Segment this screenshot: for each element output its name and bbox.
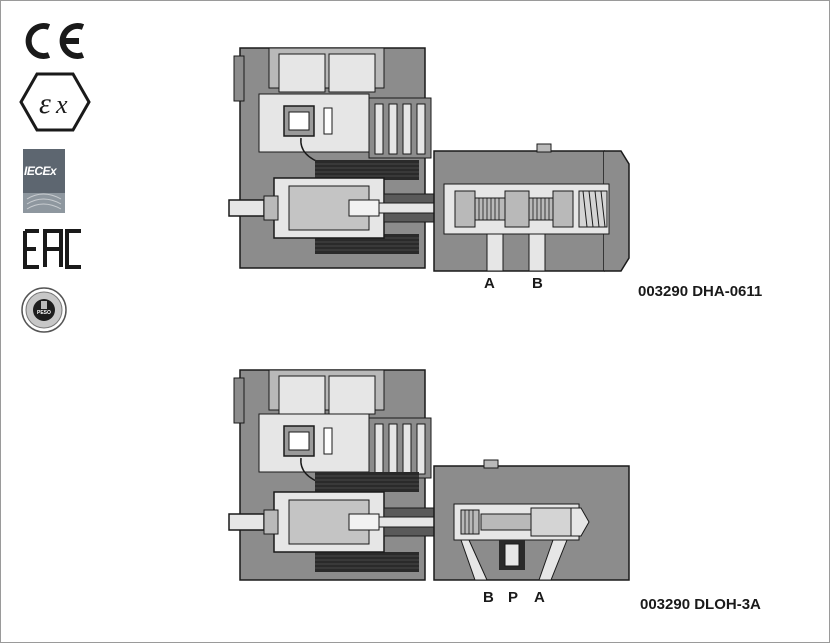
valve-dloh-cross-section (228, 369, 630, 581)
valve-dha-port-a: A (484, 275, 495, 292)
valve-dloh-port-b: B (483, 589, 494, 606)
valve-dha-code-label: 003290 DHA-0611 (638, 283, 763, 300)
valve-dha-port-b: B (532, 275, 543, 292)
eac-mark-icon (23, 229, 81, 269)
svg-text:x: x (55, 90, 68, 119)
ce-mark-icon (25, 23, 85, 59)
iecex-icon (23, 149, 65, 213)
svg-text:ε: ε (39, 87, 51, 120)
peso-seal-icon (21, 287, 67, 333)
valve-dloh-code-label: 003290 DLOH-3A (640, 596, 761, 613)
valve-dha-cross-section (228, 47, 630, 272)
valve-dloh-port-p: P (508, 589, 519, 606)
iecex-label: IECEx (24, 164, 57, 178)
valve-dloh-port-a: A (534, 589, 545, 606)
peso-label: PESO (37, 310, 51, 316)
atex-ex-icon: ε x (19, 72, 91, 132)
